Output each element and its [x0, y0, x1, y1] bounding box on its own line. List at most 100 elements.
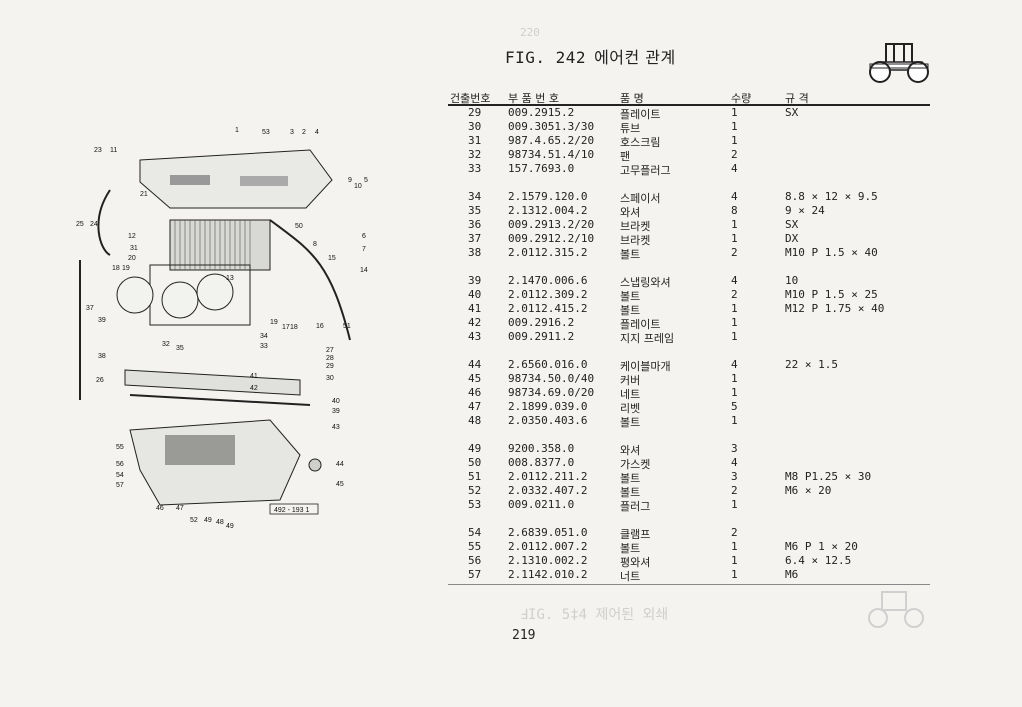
qty-cell: 4 [731, 162, 738, 175]
ref-no-cell: 51 [468, 470, 482, 483]
callout-label: 55 [116, 444, 124, 451]
qty-cell: 1 [731, 498, 738, 511]
qty-cell: 1 [731, 554, 738, 567]
callout-label: 41 [250, 373, 258, 380]
part-name-cell: 평와셔 [620, 556, 651, 569]
callout-label: 39 [332, 408, 340, 415]
part-no-cell: 157.7693.0 [508, 162, 575, 175]
part-name-cell: 브라켓 [620, 220, 651, 233]
spec-cell: 10 [785, 274, 799, 287]
qty-cell: 1 [731, 330, 738, 343]
ref-no-cell: 42 [468, 316, 482, 329]
part-name-cell: 케이블마개 [620, 360, 671, 373]
part-no-cell: 2.1470.006.6 [508, 274, 588, 287]
spec-cell: M10 P 1.5 × 25 [785, 288, 878, 301]
callout-label: 56 [116, 461, 124, 468]
bleed-through-tractor [868, 591, 924, 628]
part-name-cell: 클램프 [620, 528, 651, 541]
callout-label: 9 [348, 177, 352, 184]
callout-label: 52 [190, 517, 198, 524]
part-no-cell: 2.0112.007.2 [508, 540, 588, 553]
callout-label: 46 [156, 505, 164, 512]
part-name-cell: 스페이서 [620, 192, 661, 205]
callout-label: 54 [116, 472, 124, 479]
row-spacer [448, 176, 930, 190]
part-name-cell: 와셔 [620, 444, 641, 457]
qty-cell: 1 [731, 302, 738, 315]
ref-no-cell: 53 [468, 498, 482, 511]
spec-cell: DX [785, 232, 799, 245]
callout-label: 30 [326, 375, 334, 382]
qty-cell: 4 [731, 274, 738, 287]
spec-cell: 22 × 1.5 [785, 358, 838, 371]
part-no-cell: 2.6839.051.0 [508, 526, 588, 539]
qty-cell: 8 [731, 204, 738, 217]
spec-cell: M10 P 1.5 × 40 [785, 246, 878, 259]
qty-cell: 4 [731, 190, 738, 203]
part-no-cell: 009.3051.3/30 [508, 120, 595, 133]
part-name-cell: 브라켓 [620, 234, 651, 247]
part-no-cell: 2.0112.315.2 [508, 246, 588, 259]
part-no-cell: 2.1312.004.2 [508, 204, 588, 217]
row-spacer [448, 512, 930, 526]
figure-number: FIG. 242 [505, 48, 587, 67]
part-name-cell: 튜브 [620, 122, 641, 135]
part-no-cell: 98734.69.0/20 [508, 386, 595, 399]
part-no-cell: 2.1142.010.2 [508, 568, 588, 581]
ref-no-cell: 48 [468, 414, 482, 427]
callout-label: 15 [328, 255, 336, 262]
callout-label: 12 [128, 233, 136, 240]
qty-cell: 1 [731, 134, 738, 147]
part-name-cell: 볼트 [620, 542, 641, 555]
part-no-cell: 008.8377.0 [508, 456, 575, 469]
spec-cell: M6 P 1 × 20 [785, 540, 858, 553]
qty-cell: 3 [731, 442, 738, 455]
ref-no-cell: 40 [468, 288, 482, 301]
spec-cell: 6.4 × 12.5 [785, 554, 852, 567]
callout-label: 39 [98, 317, 106, 324]
part-no-cell: 2.0112.211.2 [508, 470, 588, 483]
ref-no-cell: 57 [468, 568, 482, 581]
callout-label: 19 [270, 319, 278, 326]
callout-label: 1 [235, 127, 239, 134]
part-no-cell: 2.1310.002.2 [508, 554, 588, 567]
callout-label: 49 [204, 517, 212, 524]
header-qty: 수량 [731, 92, 752, 105]
qty-cell: 2 [731, 288, 738, 301]
spec-cell: M12 P 1.75 × 40 [785, 302, 885, 315]
qty-cell: 4 [731, 456, 738, 469]
callout-label: 53 [262, 129, 270, 136]
callout-label: 29 [326, 363, 334, 370]
qty-cell: 4 [731, 358, 738, 371]
part-no-cell: 009.2915.2 [508, 106, 575, 119]
part-no-cell: 2.0112.415.2 [508, 302, 588, 315]
callout-label: 50 [295, 223, 303, 230]
callout-label: 33 [260, 343, 268, 350]
callout-label: 42 [250, 385, 258, 392]
callout-label: 28 [326, 355, 334, 362]
header-ref-no: 건출번호 [450, 92, 491, 105]
callout-label: 6 [362, 233, 366, 240]
part-name-cell: 볼트 [620, 472, 641, 485]
qty-cell: 1 [731, 414, 738, 427]
part-no-cell: 2.0112.309.2 [508, 288, 588, 301]
ref-no-cell: 37 [468, 232, 482, 245]
part-name-cell: 스냅링와셔 [620, 276, 671, 289]
callout-label: 38 [98, 353, 106, 360]
spec-cell: 8.8 × 12 × 9.5 [785, 190, 878, 203]
callout-label: 37 [86, 305, 94, 312]
callout-label: 19 [122, 265, 130, 272]
qty-cell: 1 [731, 218, 738, 231]
callout-label: 4 [315, 129, 319, 136]
